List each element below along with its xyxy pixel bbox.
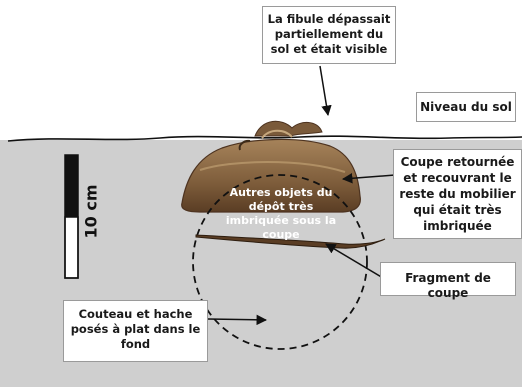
- scale-label: 10 cm: [81, 184, 101, 239]
- label-niveau-sol: Niveau du sol: [416, 92, 516, 122]
- scale-bar-black: [65, 155, 78, 217]
- label-autres-objets: Autres objets du dépôt très imbriquée so…: [225, 186, 337, 241]
- arrow-fibule: [319, 65, 332, 117]
- label-coupe-retournee: Coupe retournée et recouvrant le reste d…: [393, 149, 522, 239]
- arrow-fragment: [325, 243, 384, 279]
- deposit-outline: [192, 174, 368, 350]
- label-couteau-hache: Couteau et hache posés à plat dans le fo…: [63, 300, 208, 362]
- cup-fragment: [195, 234, 386, 249]
- ground-surface-line: [7, 135, 522, 142]
- arrow-couteau: [207, 314, 268, 326]
- label-fragment-coupe: Fragment de coupe: [380, 262, 516, 300]
- label-fibule: La fibule dépassait partiellement du sol…: [262, 6, 396, 64]
- arrow-coupe: [341, 173, 396, 184]
- scale-bar-white: [64, 216, 79, 279]
